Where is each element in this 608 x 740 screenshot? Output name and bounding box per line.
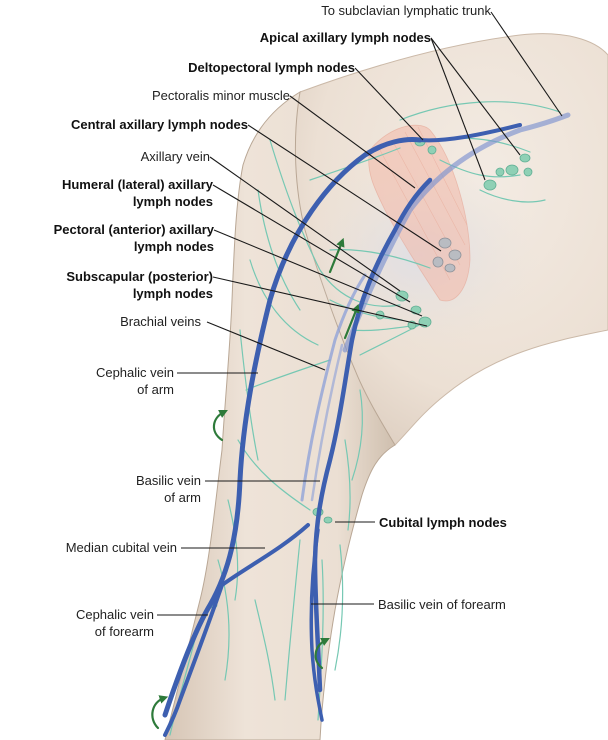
label-humeral-nodes-line2: lymph nodes	[133, 194, 213, 209]
labels: To subclavian lymphatic trunk Apical axi…	[54, 3, 507, 639]
label-cephalic-arm-line2: of arm	[137, 382, 174, 397]
basilic-vein-of-forearm	[309, 528, 324, 722]
flow-arrow-cephalic-forearm	[151, 695, 169, 730]
label-cephalic-forearm-line1: Cephalic vein	[76, 607, 154, 622]
label-basilic-forearm: Basilic vein of forearm	[378, 597, 506, 612]
flow-arrow-basilic-forearm	[314, 638, 330, 670]
label-basilic-arm-line1: Basilic vein	[136, 473, 201, 488]
label-apical-nodes: Apical axillary lymph nodes	[260, 30, 431, 45]
label-basilic-arm-line2: of arm	[164, 490, 201, 505]
label-pectoralis-minor: Pectoralis minor muscle	[152, 88, 290, 103]
label-axillary-vein: Axillary vein	[141, 149, 210, 164]
label-cephalic-arm-line1: Cephalic vein	[96, 365, 174, 380]
label-subscapular-nodes-line1: Subscapular (posterior)	[66, 269, 213, 284]
label-pectoral-nodes-line1: Pectoral (anterior) axillary	[54, 222, 215, 237]
label-cephalic-forearm-line2: of forearm	[95, 624, 154, 639]
axillary-vein	[342, 112, 571, 353]
brachial-vein-a	[300, 273, 367, 502]
lymphatic-network	[169, 101, 561, 736]
label-subclavian-trunk: To subclavian lymphatic trunk	[321, 3, 491, 18]
label-median-cubital: Median cubital vein	[66, 540, 177, 555]
label-deltopectoral-nodes: Deltopectoral lymph nodes	[188, 60, 355, 75]
pectoralis-minor-muscle	[368, 124, 471, 302]
flow-arrow-axilla-lower	[343, 303, 360, 340]
flow-arrow-axilla-upper	[328, 237, 345, 274]
veins	[162, 112, 571, 737]
label-humeral-nodes-line1: Humeral (lateral) axillary	[62, 177, 214, 192]
flow-arrows	[151, 237, 360, 730]
label-pectoral-nodes-line2: lymph nodes	[134, 239, 214, 254]
label-subscapular-nodes-line2: lymph nodes	[133, 286, 213, 301]
label-central-nodes: Central axillary lymph nodes	[71, 117, 248, 132]
flow-arrow-cephalic-arm	[212, 410, 228, 442]
basilic-vein	[312, 177, 433, 693]
cephalic-vein-of-forearm	[163, 583, 224, 737]
central-axillary-nodes	[432, 237, 462, 273]
median-cubital-vein	[220, 523, 310, 587]
label-brachial-veins: Brachial veins	[120, 314, 201, 329]
cephalic-vein-of-arm	[162, 137, 423, 718]
label-cubital-nodes: Cubital lymph nodes	[379, 515, 507, 530]
leader-lines	[157, 11, 563, 616]
